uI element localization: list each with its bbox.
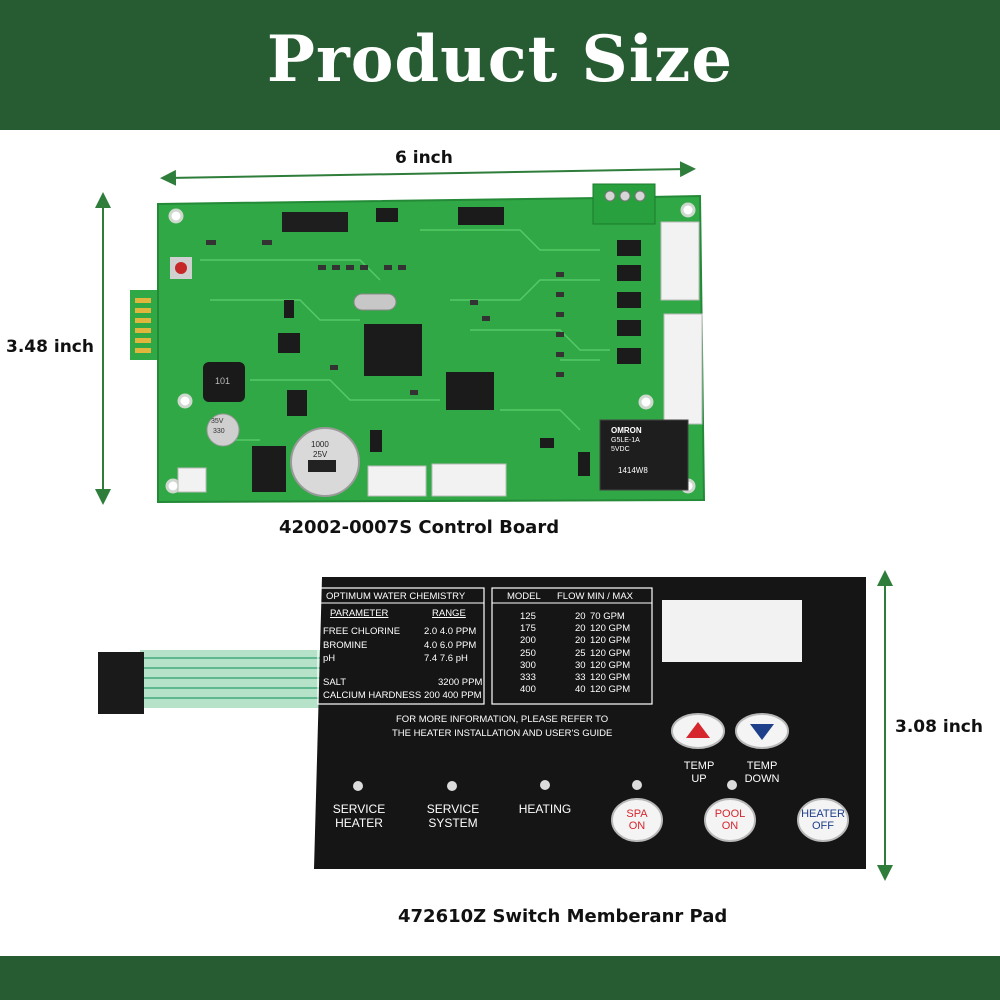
flow-max: 120 GPM xyxy=(590,659,631,671)
flow-model: 125 xyxy=(520,611,536,622)
temp-up-button[interactable] xyxy=(672,714,724,748)
footer-banner xyxy=(0,956,1000,1000)
chemistry-param: FREE CHLORINE xyxy=(323,626,401,637)
flow-min: 25 xyxy=(575,647,586,659)
relay-code: 1414W8 xyxy=(618,466,648,475)
chemistry-range: 4.0 6.0 PPM xyxy=(424,640,477,651)
control-board xyxy=(130,183,706,504)
temp-down-label: TEMP DOWN xyxy=(744,760,780,785)
flow-min: 20 xyxy=(575,635,586,647)
indicator-heating: HEATING xyxy=(518,802,572,816)
flow-max: 120 GPM xyxy=(590,684,631,696)
flow-max: 120 GPM xyxy=(590,672,631,683)
flow-max: 120 GPM xyxy=(590,623,631,635)
flow-max: 120 GPM xyxy=(590,647,631,659)
heater-off-button[interactable]: HEATER OFF xyxy=(801,808,845,833)
chemistry-title: OPTIMUM WATER CHEMISTRY xyxy=(326,591,466,602)
chemistry-header-parameter: PARAMETER xyxy=(330,608,389,619)
chemistry-range: 200 400 PPM xyxy=(424,690,482,701)
indicator-service-heater: SERVICE HEATER xyxy=(332,802,386,830)
flow-max: 70 GPM xyxy=(590,611,625,622)
page-title: Product Size xyxy=(266,22,734,97)
flow-header-flow: FLOW MIN / MAX xyxy=(557,591,633,602)
flow-model: 200 xyxy=(520,635,536,647)
temp-up-label: TEMP UP xyxy=(683,760,715,785)
flow-min: 40 xyxy=(575,684,586,696)
flow-min: 33 xyxy=(575,672,586,683)
info-line-2: THE HEATER INSTALLATION AND USER'S GUIDE xyxy=(392,728,613,739)
relay-voltage: 5VDC xyxy=(611,446,630,453)
indicator-service-system: SERVICE SYSTEM xyxy=(426,802,480,830)
flow-model: 300 xyxy=(520,659,536,671)
info-line-1: FOR MORE INFORMATION, PLEASE REFER TO xyxy=(396,714,609,725)
pad-height-label: 3.08 inch xyxy=(895,717,983,737)
chemistry-param: BROMINE xyxy=(323,640,368,651)
board-height-label: 3.48 inch xyxy=(6,337,94,357)
inductor-label: 101 xyxy=(215,376,231,386)
chemistry-header-range: RANGE xyxy=(432,608,466,619)
relay-brand: OMRON xyxy=(611,426,642,435)
chemistry-range: 7.4 7.6 pH xyxy=(424,653,468,664)
chemistry-range: 2.0 4.0 PPM xyxy=(424,626,477,637)
flow-max: 120 GPM xyxy=(590,635,631,647)
membrane-pad xyxy=(98,577,866,869)
relay-model: G5LE-1A xyxy=(611,437,640,444)
flow-min: 20 xyxy=(575,623,586,635)
flow-model: 400 xyxy=(520,684,536,696)
pad-caption: 472610Z Switch Memberanr Pad xyxy=(398,906,728,927)
capacitor-value: 1000 xyxy=(311,440,329,449)
flow-header-model: MODEL xyxy=(507,591,541,602)
flow-min: 20 xyxy=(575,611,586,622)
cap2-value: 330 xyxy=(213,428,225,435)
board-width-label: 6 inch xyxy=(395,148,453,168)
pool-on-button[interactable]: POOL ON xyxy=(714,808,746,833)
flow-model: 250 xyxy=(520,647,536,659)
chemistry-param: pH xyxy=(323,653,336,664)
cap2-voltage: 35V xyxy=(211,418,224,425)
capacitor-voltage: 25V xyxy=(313,450,328,459)
chemistry-param: CALCIUM HARDNESS xyxy=(323,690,422,701)
temp-down-button[interactable] xyxy=(736,714,788,748)
header-banner: Product Size xyxy=(0,0,1000,130)
chemistry-range: 3200 PPM xyxy=(438,677,483,688)
spa-on-button[interactable]: SPA ON xyxy=(626,808,648,833)
chemistry-param: SALT xyxy=(323,677,347,688)
flow-model: 333 xyxy=(520,672,536,683)
flow-model: 175 xyxy=(520,623,536,635)
width-arrow xyxy=(160,161,696,186)
board-caption: 42002-0007S Control Board xyxy=(279,517,560,538)
flow-min: 30 xyxy=(575,659,586,671)
